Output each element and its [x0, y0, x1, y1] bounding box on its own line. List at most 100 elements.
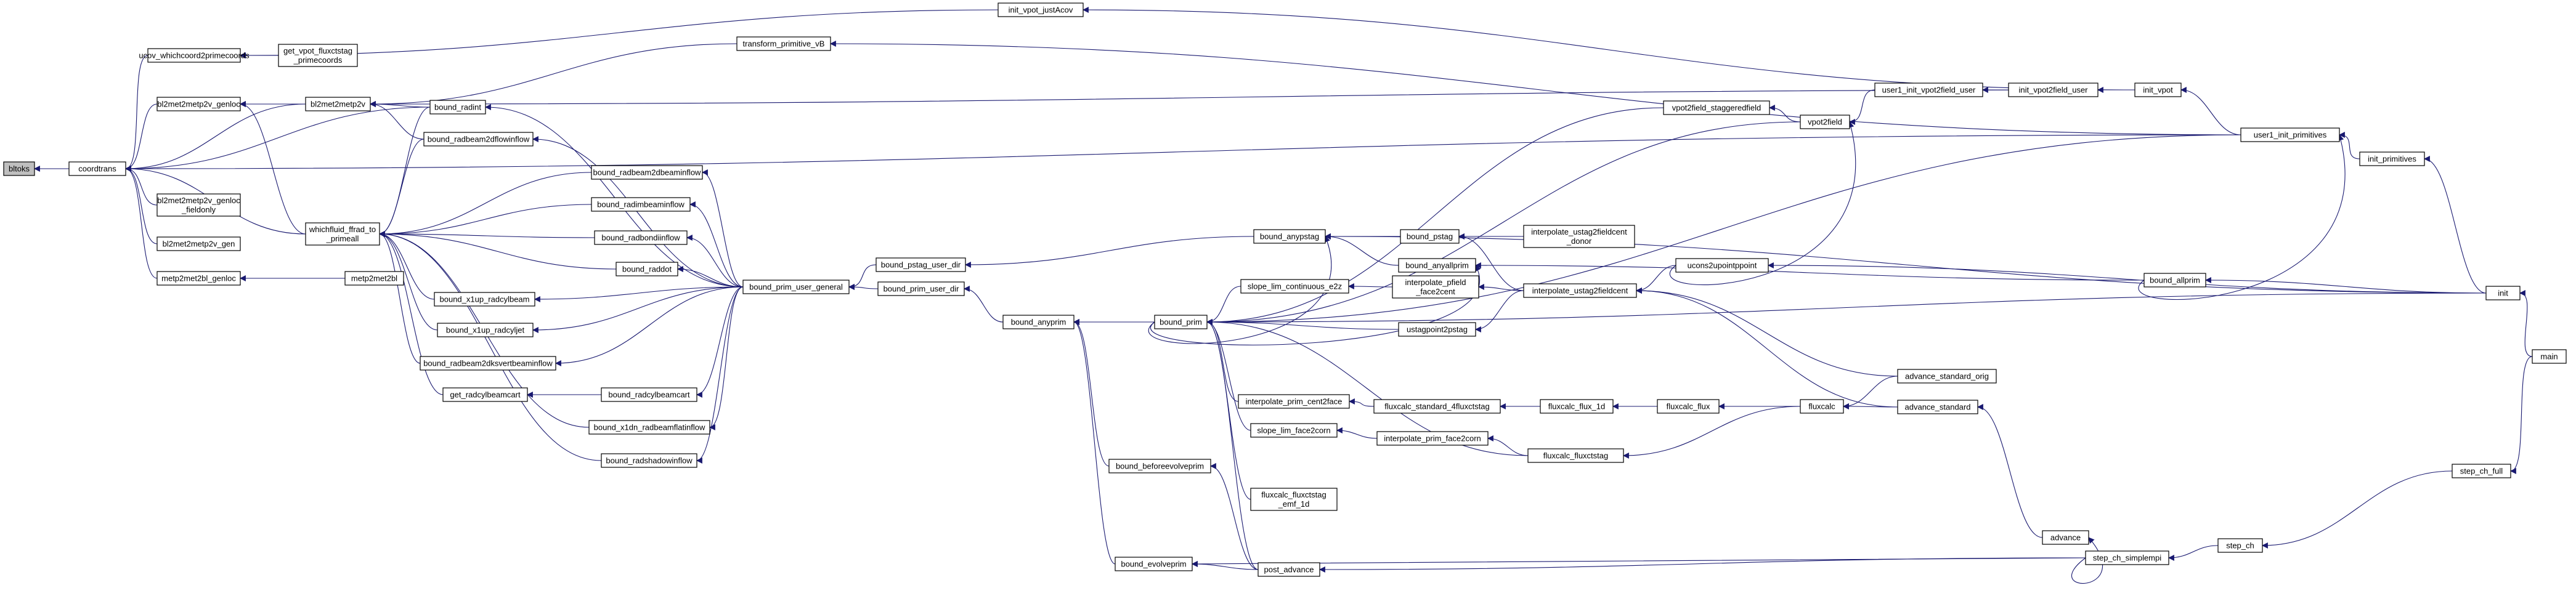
- node-box: [156, 271, 241, 286]
- node-user1-init-vpot2field-user[interactable]: user1_init_vpot2field_user: [1874, 83, 1983, 97]
- node-fluxcalc-flux[interactable]: fluxcalc_flux: [1657, 399, 1720, 414]
- node-bound-radshadowinflow[interactable]: bound_radshadowinflow: [601, 453, 697, 468]
- edge-line: [1487, 435, 1529, 456]
- node-metp2met2bl[interactable]: metp2met2bl: [344, 271, 404, 286]
- edge-bound-radbeam2dbeaminflow-to-whichfluid-ffrad-to-primeall: [379, 172, 592, 237]
- node-init[interactable]: init: [2485, 286, 2521, 300]
- node-bl2met2metp2v-gen[interactable]: bl2met2metp2v_gen: [156, 236, 241, 251]
- node-label: bound_evolveprim: [1121, 560, 1186, 569]
- node-main[interactable]: main: [2532, 349, 2567, 364]
- node-init-vpot2field-user[interactable]: init_vpot2field_user: [2008, 83, 2099, 97]
- node-label: bound_x1dn_radbeamflatinflow: [594, 423, 705, 432]
- node-bound-prim[interactable]: bound_prim: [1154, 315, 1208, 329]
- node-box: [278, 44, 358, 67]
- node-vpot2field[interactable]: vpot2field: [1800, 115, 1850, 129]
- edge-interpolate-pfield-face2cent-to-slope-lim-continuous-e2z: [1348, 283, 1393, 289]
- node-label: init_vpot_justAcov: [1009, 6, 1073, 15]
- node-init-vpot-justAcov[interactable]: init_vpot_justAcov: [997, 2, 1084, 17]
- node-bound-prim-user-dir[interactable]: bound_prim_user_dir: [877, 281, 965, 296]
- node-bound-raddot[interactable]: bound_raddot: [616, 262, 678, 276]
- node-bound-evolveprim[interactable]: bound_evolveprim: [1115, 557, 1193, 571]
- node-bound-prim-user-general[interactable]: bound_prim_user_general: [742, 280, 850, 294]
- node-box: [305, 222, 380, 246]
- node-bound-pstag-user-dir[interactable]: bound_pstag_user_dir: [876, 257, 966, 272]
- node-interpolate-ustag2fieldcent[interactable]: interpolate_ustag2fieldcent: [1523, 283, 1637, 298]
- node-get-radcylbeamcart[interactable]: get_radcylbeamcart: [442, 387, 528, 402]
- node-box: [3, 161, 35, 176]
- node-interpolate-ustag2fieldcent-donor[interactable]: interpolate_ustag2fieldcent_donor: [1523, 225, 1635, 248]
- node-label: bound_prim_user_dir: [884, 284, 960, 294]
- node-label: bl2met2metp2v_gen: [163, 240, 235, 249]
- edge-bound-prim-user-general-to-bound-raddot: [677, 266, 744, 288]
- node-whichfluid-ffrad-to-primeall[interactable]: whichfluid_ffrad_to_primeall: [305, 222, 380, 246]
- node-bl2met2metp2v[interactable]: bl2met2metp2v: [305, 97, 371, 111]
- node-bound-radbeam2dbeaminflow[interactable]: bound_radbeam2dbeaminflow: [591, 165, 703, 180]
- node-fluxcalc-fluxctstag-emf-1d[interactable]: fluxcalc_fluxctstag_emf_1d: [1250, 488, 1338, 511]
- node-bound-radbeam2dksvertbeaminflow[interactable]: bound_radbeam2dksvertbeaminflow: [420, 356, 556, 371]
- node-step-ch-full[interactable]: step_ch_full: [2452, 464, 2511, 478]
- edge-line: [379, 107, 431, 237]
- edge-bound-raddot-to-whichfluid-ffrad-to-primeall: [379, 231, 617, 270]
- node-advance-standard[interactable]: advance_standard: [1897, 400, 1978, 414]
- node-user1-init-primitives[interactable]: user1_init_primitives: [2240, 127, 2340, 142]
- node-transform-primitive-vB[interactable]: transform_primitive_vB: [736, 36, 831, 51]
- node-coordtrans[interactable]: coordtrans: [68, 161, 126, 176]
- node-bound-radbondiinflow[interactable]: bound_radbondiinflow: [594, 230, 688, 245]
- node-metp2met2bl-genloc[interactable]: metp2met2bl_genloc: [156, 271, 241, 286]
- node-box: [1400, 229, 1460, 244]
- node-vpot2field-staggeredfield[interactable]: vpot2field_staggeredfield: [1663, 100, 1770, 115]
- node-get-vpot-fluxctstag-primecoords[interactable]: get_vpot_fluxctstag_primecoords: [278, 44, 358, 67]
- node-fluxcalc-standard-4fluxctstag[interactable]: fluxcalc_standard_4fluxctstag: [1373, 399, 1501, 414]
- edge-advance-standard-to-interpolate-ustag2fieldcent: [1636, 288, 1898, 408]
- node-bound-anyallprim[interactable]: bound_anyallprim: [1398, 258, 1476, 273]
- edge-line: [1319, 557, 2086, 573]
- edge-bound-radbeam2dksvertbeaminflow-to-whichfluid-ffrad-to-primeall: [379, 231, 421, 364]
- node-bound-radcylbeamcart[interactable]: bound_radcylbeamcart: [601, 387, 697, 402]
- node-bound-radimbeaminflow[interactable]: bound_radimbeaminflow: [591, 197, 691, 212]
- node-advance-standard-orig[interactable]: advance_standard_orig: [1897, 369, 1997, 384]
- node-init-primitives[interactable]: init_primitives: [2359, 151, 2425, 166]
- node-bound-x1dn-radbeamflatinflow[interactable]: bound_x1dn_radbeamflatinflow: [588, 420, 710, 435]
- node-fluxcalc-fluxctstag[interactable]: fluxcalc_fluxctstag: [1527, 448, 1624, 463]
- node-init-vpot[interactable]: init_vpot: [2134, 83, 2182, 97]
- node-advance[interactable]: advance: [2042, 530, 2089, 545]
- node-bltoks[interactable]: bltoks: [3, 161, 35, 176]
- node-ucov-whichcoord2primecoords[interactable]: ucov_whichcoord2primecoords: [139, 48, 250, 63]
- node-slope-lim-continuous-e2z[interactable]: slope_lim_continuous_e2z: [1240, 279, 1349, 294]
- node-bound-radbeam2dflowinflow[interactable]: bound_radbeam2dflowinflow: [423, 132, 534, 147]
- node-interpolate-prim-cent2face[interactable]: interpolate_prim_cent2face: [1238, 394, 1350, 409]
- node-bound-x1up-radcylbeam[interactable]: bound_x1up_radcylbeam: [434, 292, 535, 307]
- node-step-ch-simplempi[interactable]: step_ch_simplempi: [2085, 550, 2169, 565]
- node-ucons2upointppoint[interactable]: ucons2upointppoint: [1675, 258, 1769, 273]
- node-ustagpoint2pstag[interactable]: ustagpoint2pstag: [1398, 322, 1476, 337]
- node-box: [434, 292, 535, 307]
- edge-init-vpot-to-init-vpot-justAcov: [1083, 7, 2135, 91]
- node-bound-x1up-radcyljet[interactable]: bound_x1up_radcyljet: [437, 323, 534, 337]
- node-bl2met2metp2v-genloc[interactable]: bl2met2metp2v_genloc: [156, 97, 241, 111]
- node-fluxcalc-flux-1d[interactable]: fluxcalc_flux_1d: [1540, 399, 1614, 414]
- node-label: bound_prim_user_general: [749, 283, 843, 292]
- node-step-ch[interactable]: step_ch: [2217, 538, 2263, 553]
- node-fluxcalc[interactable]: fluxcalc: [1800, 399, 1844, 414]
- node-bound-beforeevolveprim[interactable]: bound_beforeevolveprim: [1108, 459, 1211, 473]
- edge-bound-beforeevolveprim-to-bound-anyprim: [1073, 319, 1110, 467]
- node-box: [2452, 464, 2511, 478]
- node-bl2met2metp2v-genloc-fieldonly[interactable]: bl2met2metp2v_genloc_fieldonly: [156, 193, 241, 217]
- node-post-advance[interactable]: post_advance: [1258, 562, 1320, 577]
- node-interpolate-prim-face2corn[interactable]: interpolate_prim_face2corn: [1376, 431, 1489, 446]
- node-bound-anyprim[interactable]: bound_anyprim: [1002, 315, 1075, 329]
- edge-bound-radint-to-coordtrans: [125, 107, 431, 172]
- edge-user1-init-vpot2field-user-to-vpot2field: [1849, 89, 1875, 125]
- node-bound-radint[interactable]: bound_radint: [429, 100, 486, 115]
- node-label: init_vpot2field_user: [2018, 86, 2088, 95]
- edge-line: [1206, 121, 1801, 325]
- edge-line: [2138, 134, 2346, 300]
- node-interpolate-pfield-face2cent[interactable]: interpolate_pfield_face2cent: [1392, 275, 1479, 299]
- node-bound-pstag[interactable]: bound_pstag: [1400, 229, 1460, 244]
- node-box: [2532, 349, 2567, 364]
- node-bound-allprim[interactable]: bound_allprim: [2143, 273, 2206, 288]
- edge-user1-init-primitives-to-init-vpot: [2180, 87, 2241, 135]
- node-bound-anypstag[interactable]: bound_anypstag: [1253, 229, 1326, 244]
- node-label: ucons2upointppoint: [1688, 261, 1757, 270]
- node-slope-lim-face2corn[interactable]: slope_lim_face2corn: [1250, 423, 1338, 438]
